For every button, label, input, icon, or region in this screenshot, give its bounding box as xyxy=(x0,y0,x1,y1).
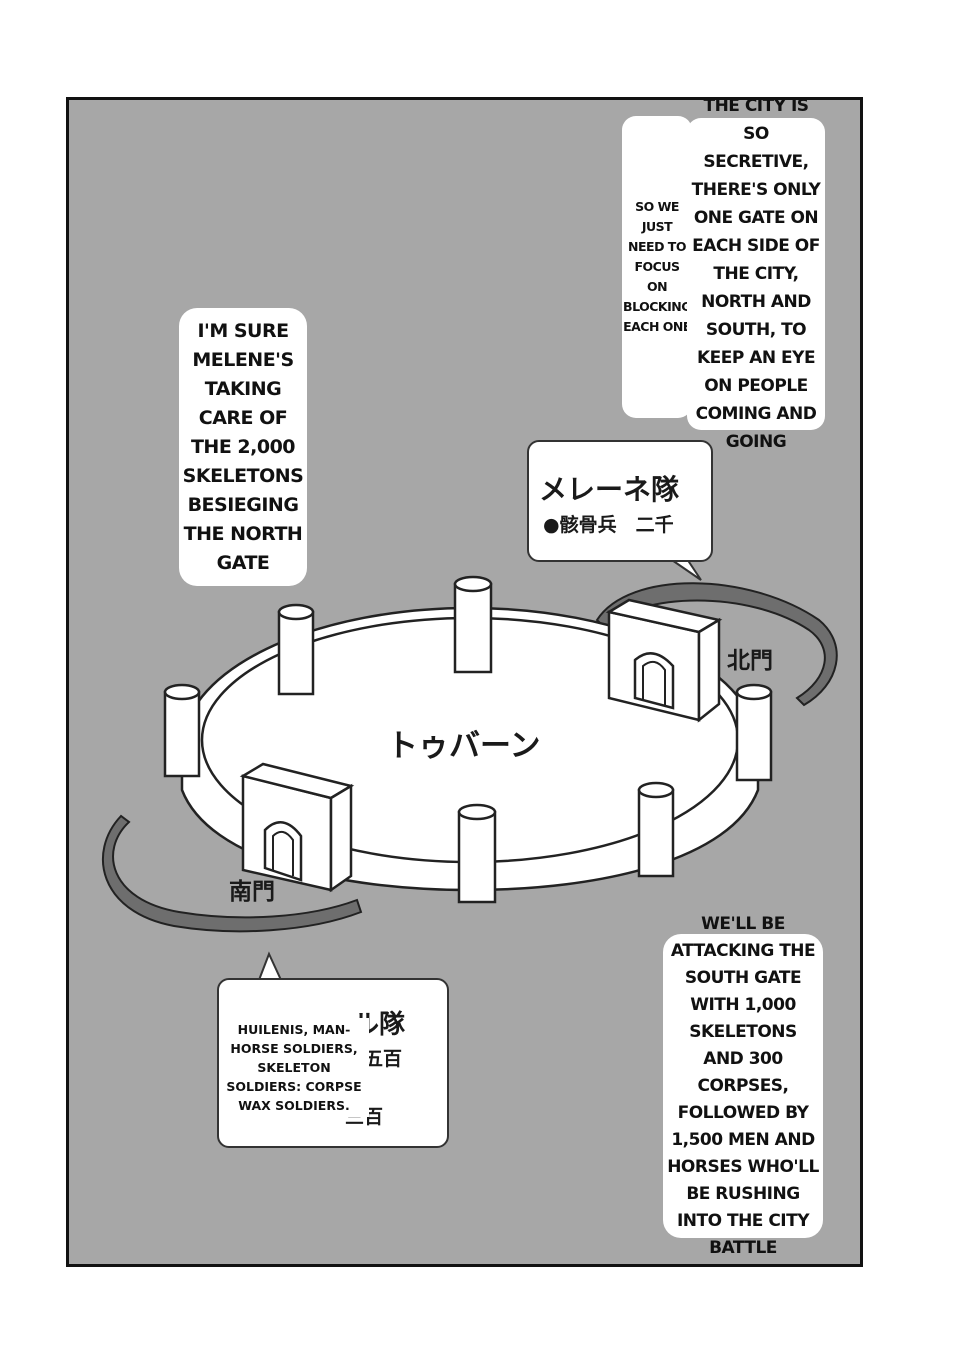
speech-bubble-focus: So we just need to focus on blocking eac… xyxy=(622,116,692,418)
speech-bubble-city: The city is so secretive, there's only o… xyxy=(687,100,825,452)
melene-unit-box xyxy=(527,440,713,562)
tower-top xyxy=(453,575,493,674)
huilenis-translation: Huilenis, man-horse soldiers, skeleton s… xyxy=(219,1018,369,1117)
tower-left xyxy=(163,683,201,778)
tower-right xyxy=(735,683,773,782)
south-gate-label: 南門 xyxy=(229,879,275,905)
speech-bubble-attack: We'll be attacking the south gate with 1… xyxy=(663,914,823,1258)
city-map xyxy=(101,554,838,981)
huilenis-box-pointer xyxy=(257,951,283,981)
melene-unit-title: メレーネ隊 xyxy=(539,473,680,506)
north-gate-label: 北門 xyxy=(727,648,773,674)
manga-panel: メレーネ隊 ●骸骨兵 二千 ーール隊 千五百 千 三百 Huilenis, ma… xyxy=(66,97,863,1267)
tower-bottom-right xyxy=(637,781,675,878)
melene-unit-skeletons: ●骸骨兵 二千 xyxy=(543,514,674,536)
tower-top-left xyxy=(277,603,315,696)
north-gate-building xyxy=(605,598,723,723)
south-gate-building xyxy=(239,762,355,893)
city-name-label: トゥバーン xyxy=(387,728,541,764)
tower-bottom xyxy=(457,803,497,904)
south-arrow xyxy=(101,814,363,933)
north-arrow xyxy=(595,582,838,707)
speech-bubble-melene: I'm sure Melene's taking care of the 2,0… xyxy=(179,308,307,586)
